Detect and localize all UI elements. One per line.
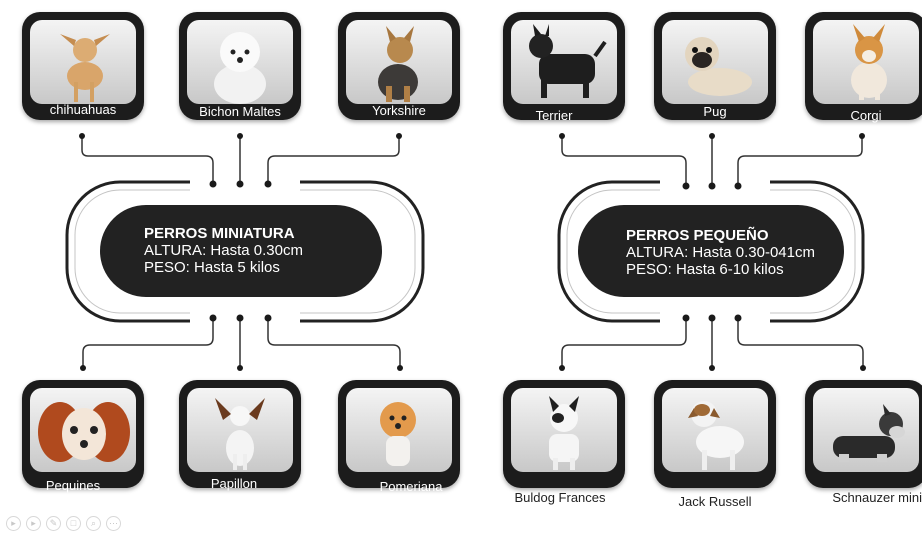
group-miniatura-box: PERROS MINIATURA ALTURA: Hasta 0.30cm PE…: [100, 205, 382, 297]
dog-name: Yorkshire: [372, 103, 426, 118]
dog-name: Jack Russell: [678, 494, 752, 509]
dog-name: Papillon: [210, 476, 258, 491]
dog-name: Pomeriana: [379, 479, 443, 494]
group-height: ALTURA: Hasta 0.30cm: [144, 242, 303, 259]
dog-tile[interactable]: Terrier: [503, 12, 625, 123]
dog-tile[interactable]: chihuahuas: [22, 12, 144, 120]
dog-photo: [346, 20, 452, 104]
connector-dots: [79, 133, 866, 371]
pen-icon[interactable]: ✎: [46, 516, 61, 531]
connectors-pequeno: [561, 136, 864, 368]
group-title: PERROS MINIATURA: [144, 225, 295, 242]
dog-photo: [30, 388, 136, 472]
dog-tile[interactable]: [654, 380, 776, 488]
dog-photo: [813, 20, 919, 104]
dog-name: Schnauzer mini: [832, 490, 922, 505]
dog-tile[interactable]: Papillon: [179, 380, 301, 491]
zoom-icon[interactable]: ⌕: [86, 516, 101, 531]
dog-photo: [662, 20, 768, 104]
dog-photo: [511, 20, 617, 104]
play-icon[interactable]: ▸: [6, 516, 21, 531]
slides-icon[interactable]: □: [66, 516, 81, 531]
dog-photo: [511, 388, 617, 472]
dog-photo: [30, 20, 136, 104]
group-weight: PESO: Hasta 6-10 kilos: [626, 261, 784, 278]
dog-tile[interactable]: [805, 380, 922, 488]
dog-tile[interactable]: Yorkshire: [338, 12, 460, 120]
dog-tile[interactable]: [503, 380, 625, 488]
group-height: ALTURA: Hasta 0.30-041cm: [626, 244, 815, 261]
next-icon[interactable]: ▸: [26, 516, 41, 531]
ring-miniatura: [65, 176, 425, 326]
group-weight: PESO: Hasta 5 kilos: [144, 259, 280, 276]
dog-name: Buldog Frances: [514, 490, 606, 505]
dog-photo: [187, 388, 293, 472]
dog-photo: [346, 388, 452, 472]
dog-photo: [662, 388, 768, 472]
dog-tile[interactable]: Pug: [654, 12, 776, 120]
dog-photo: [187, 20, 293, 104]
dog-name: Pequines: [45, 478, 101, 493]
group-pequeno-box: PERROS PEQUEÑO ALTURA: Hasta 0.30-041cm …: [578, 205, 844, 297]
dog-name: chihuahuas: [49, 102, 117, 117]
dog-name: Pug: [703, 104, 727, 119]
dog-name: Corgi: [850, 108, 882, 123]
more-icon[interactable]: ⋯: [106, 516, 121, 531]
dog-tile[interactable]: Corgi: [805, 12, 922, 123]
dog-tile[interactable]: Bichon Maltes: [179, 12, 301, 120]
dog-tile[interactable]: Pomeriana: [338, 380, 460, 494]
dog-photo: [813, 388, 919, 472]
dog-name: Bichon Maltes: [199, 104, 281, 119]
connectors-miniatura: [81, 136, 401, 368]
dog-name: Terrier: [535, 108, 573, 123]
group-title: PERROS PEQUEÑO: [626, 227, 769, 244]
dog-tile[interactable]: Pequines: [22, 380, 144, 493]
